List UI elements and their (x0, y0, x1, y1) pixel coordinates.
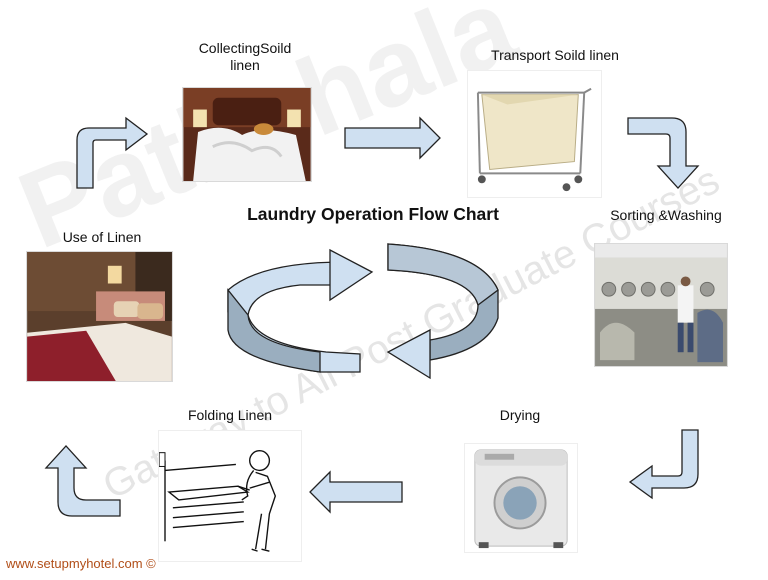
arrow-right-1 (344, 116, 441, 160)
folding-linen-image (158, 430, 302, 562)
arrow-down-left (628, 429, 699, 500)
bed-soiled-linen-image (182, 87, 312, 182)
laundry-cart-image (467, 70, 602, 198)
washing-room-image (594, 243, 728, 367)
arrow-right-down (627, 117, 700, 189)
step-label-collecting: CollectingSoild linen (198, 40, 292, 73)
hotel-room-image (26, 251, 173, 382)
diagram-title: Laundry Operation Flow Chart (247, 204, 499, 224)
step-label-use: Use of Linen (62, 229, 142, 245)
step-label-sorting-washing: Sorting &Washing (610, 207, 722, 223)
arrow-up-right (76, 116, 149, 189)
footer-credit: www.setupmyhotel.com © (6, 556, 156, 571)
step-label-transport: Transport Soild linen (491, 47, 619, 63)
arrow-left-1 (309, 470, 403, 514)
central-cycle (227, 243, 499, 380)
step-label-drying: Drying (499, 407, 541, 423)
dryer-image (464, 443, 578, 553)
arrow-left-up (44, 445, 121, 517)
step-label-folding: Folding Linen (187, 407, 273, 423)
